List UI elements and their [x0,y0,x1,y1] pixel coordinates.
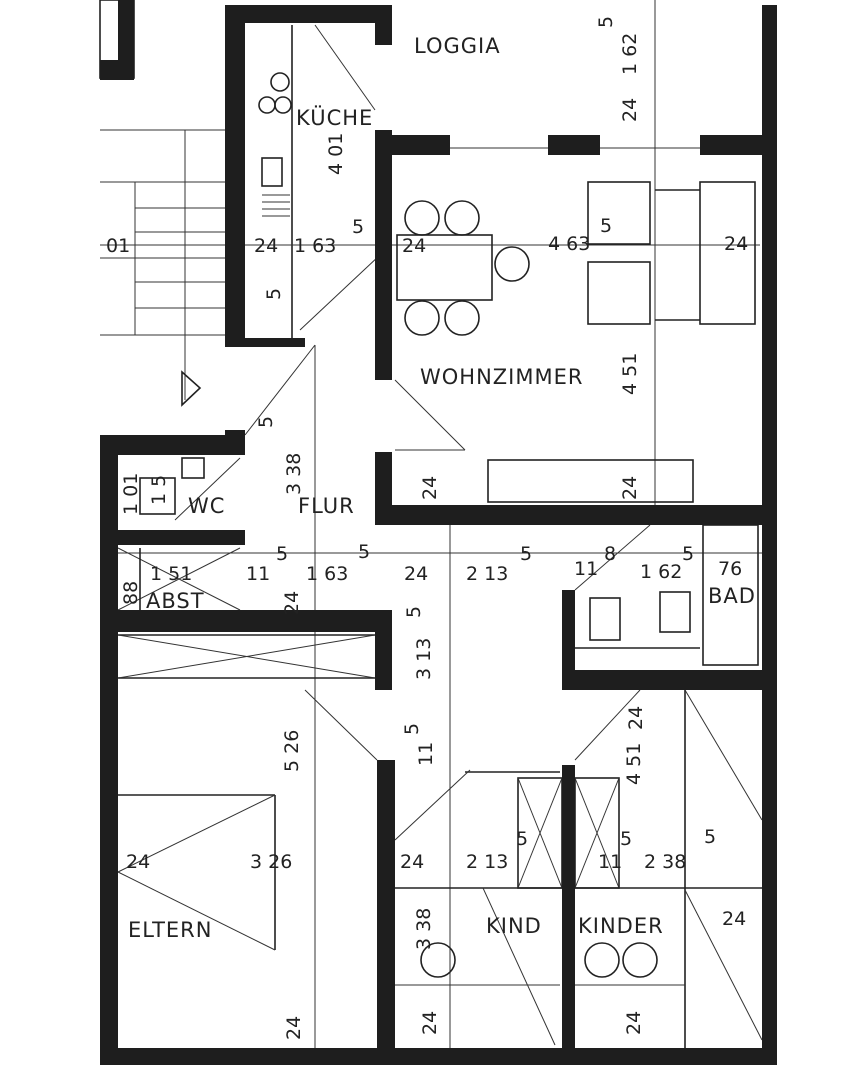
dimension-label: 1 62 [619,33,641,75]
room-label-abst: ABST [146,589,205,613]
dimension-label: 2 13 [466,851,508,873]
dimension-label: 5 [600,215,612,237]
dimension-label: 11 [574,558,598,580]
dimension-label: 5 [263,288,285,300]
wall-segment [375,135,450,155]
wall-segment [245,338,305,347]
dimension-label: 3 38 [413,908,435,950]
room-label-kind: KIND [486,914,542,938]
dimension-label: 5 [255,416,277,428]
room-label-flur: FLUR [298,494,355,518]
dimension-label: 1 51 [150,563,192,585]
dimension-label: 5 [520,543,532,565]
dimension-label: 1 01 [120,473,142,515]
walls [100,0,777,1065]
dimension-label: 2 13 [466,563,508,585]
room-label-wohnzimmer: WOHNZIMMER [420,365,583,389]
room-label-kinder: KINDER [578,914,664,938]
wall-segment [375,130,392,380]
dimension-label: 24 [623,1011,645,1035]
dimension-label: 24 [419,476,441,500]
wall-segment [700,135,776,155]
dimension-label: 24 [281,591,303,615]
wall-segment [375,610,392,690]
dimension-label: 5 [595,16,617,28]
dimension-label: 88 [120,581,142,605]
dimension-label: 5 [401,723,423,735]
dimension-label: 24 [254,235,278,257]
wall-segment [762,5,777,1065]
room-label-kueche: KÜCHE [296,105,373,130]
dimension-label: 3 26 [250,851,292,873]
dimension-label: 4 51 [623,743,645,785]
wall-segment [562,590,575,690]
room-label-loggia: LOGGIA [414,34,501,58]
wall-segment [118,0,134,78]
dimension-label: 24 [619,476,641,500]
dimension-label: 5 [276,543,288,565]
dimension-label: 5 [516,828,528,850]
dimension-label: 24 [724,233,748,255]
dimension-label: 8 [604,543,616,565]
dimension-label: 11 [246,563,270,585]
wall-segment [100,1048,777,1065]
wall-segment [100,610,392,632]
room-label-eltern: ELTERN [128,918,212,942]
wall-segment [562,765,575,1065]
wall-segment [225,5,392,23]
wall-segment [548,135,600,155]
dimension-label: 5 [352,216,364,238]
dimension-label: 5 26 [281,730,303,772]
dimension-label: 24 [419,1011,441,1035]
room-label-bad: BAD [708,584,756,608]
dimension-label: 76 [718,558,742,580]
dimension-label: 24 [126,851,150,873]
room-labels: LOGGIA KÜCHE WOHNZIMMER WC FLUR ABST BAD… [128,34,756,942]
dimension-label: 11 [598,851,622,873]
dimension-label: 4 01 [325,133,347,175]
dimension-label: 24 [402,235,426,257]
dimension-label: 4 63 [548,233,590,255]
dimension-label: 4 51 [619,353,641,395]
dimension-label: 24 [625,706,647,730]
dimension-label: 1 63 [306,563,348,585]
dimension-label: 24 [400,851,424,873]
dimension-label: 1 63 [294,235,336,257]
dimension-label: 11 [415,742,437,766]
dimension-label: 24 [283,1016,305,1040]
dimension-label: 24 [619,98,641,122]
dimension-label: 24 [722,908,746,930]
dimension-label: 2 38 [644,851,686,873]
wall-segment [100,435,118,1065]
wall-segment [100,435,245,455]
dimension-label: 1 62 [640,561,682,583]
dimension-label: 5 [682,543,694,565]
dimension-label: 24 [404,563,428,585]
dimension-label: 01 [106,235,130,257]
dimension-label: 3 38 [283,453,305,495]
dimension-label: 5 [620,828,632,850]
wall-segment [100,530,245,545]
wall-segment [377,760,395,1065]
dimension-label: 5 [358,541,370,563]
dimension-label: 1 5 [148,475,170,505]
dimension-label: 5 [704,826,716,848]
dimension-label: 5 [403,606,425,618]
wall-segment [562,670,776,690]
dimension-label: 3 13 [413,638,435,680]
room-label-wc: WC [188,494,225,518]
wall-segment [375,505,776,525]
wall-segment [225,5,245,347]
wall-segment [375,5,392,45]
wall-segment [225,430,245,455]
thin-lines [99,0,763,1048]
